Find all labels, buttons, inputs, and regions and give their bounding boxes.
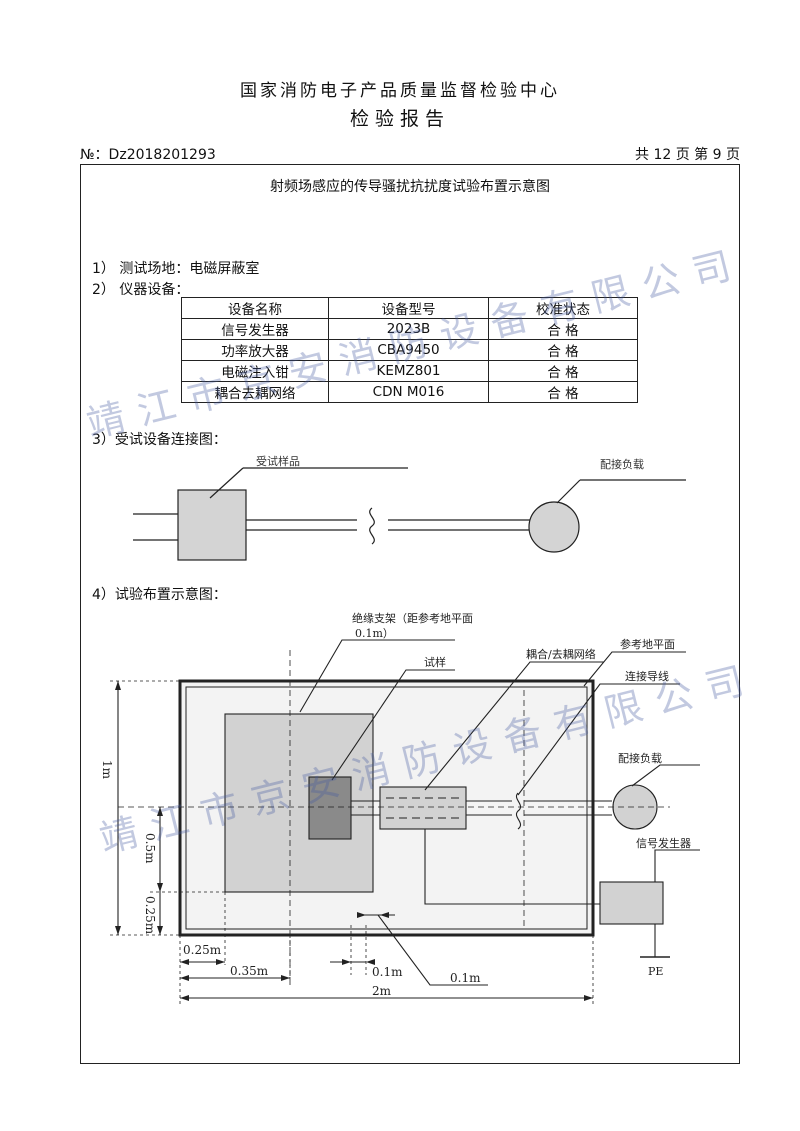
dim-01m-b-label: 0.1m — [450, 971, 481, 985]
dim-2m-label: 2m — [372, 984, 392, 998]
connection-diagram — [133, 467, 686, 561]
dim-01m-a-label: 0.1m — [372, 965, 403, 979]
sample-leader — [331, 669, 455, 781]
arrow-1m-bottom — [115, 926, 121, 935]
load-circle — [528, 501, 580, 553]
cell-status: 合 格 — [488, 381, 638, 403]
dim-1m-label: 1m — [100, 760, 114, 780]
ground-plane-leader — [583, 651, 686, 687]
load-label-2: 配接负载 — [618, 751, 662, 765]
cable-break-mark-2 — [516, 792, 522, 830]
arrow-01m-a — [342, 959, 351, 965]
eut-leader-line — [209, 467, 244, 499]
ground-plane-inner-border — [185, 686, 588, 930]
table-row: 电磁注入钳 KEMZ801 合 格 — [181, 360, 638, 382]
cell-status: 合 格 — [488, 339, 638, 361]
cdn-leader — [424, 661, 604, 791]
arrow-035m-left — [180, 975, 189, 981]
table-row: 信号发生器 2023B 合 格 — [181, 318, 638, 340]
arrow-01m-b2 — [380, 912, 389, 918]
arrow-05m-top — [157, 807, 163, 816]
arrow-025m-bottom — [157, 926, 163, 935]
sample-label: 试样 — [424, 655, 446, 669]
generator-label: 信号发生器 — [636, 836, 691, 850]
sample-box — [308, 776, 352, 840]
org-title: 国家消防电子产品质量监督检验中心 — [240, 81, 560, 101]
layout-heading: 4）试验布置示意图： — [92, 587, 227, 603]
dim-025m-h-label: 0.25m — [183, 943, 222, 957]
support-label: 绝缘支架（距参考地平面 — [352, 611, 473, 625]
cell-model: CDN M016 — [328, 381, 489, 403]
load-label-1: 配接负载 — [600, 457, 644, 471]
connection-heading: 3）受试设备连接图： — [92, 432, 227, 448]
signal-generator-box — [599, 881, 664, 925]
table-row: 耦合去耦网络 CDN M016 合 格 — [181, 381, 638, 403]
eut-label: 受试样品 — [256, 454, 300, 468]
test-site-line: 1） 测试场地：电磁屏蔽室 — [92, 261, 260, 277]
cell-name: 电磁注入钳 — [181, 360, 329, 382]
arrow-025m-left — [180, 959, 189, 965]
cell-name: 耦合去耦网络 — [181, 381, 329, 403]
cell-name: 功率放大器 — [181, 339, 329, 361]
dim-arrows — [115, 681, 593, 1001]
cable-label: 连接导线 — [625, 669, 669, 683]
arrow-05m-bottom — [157, 883, 163, 892]
equipment-table: 设备名称 设备型号 校准状态 信号发生器 2023B 合 格 功率放大器 CBA… — [181, 297, 638, 403]
cdn-box — [379, 786, 467, 830]
dim-035m-label: 0.35m — [230, 964, 269, 978]
arrow-1m-top — [115, 681, 121, 690]
layout-diagram — [110, 639, 700, 1005]
section-title: 射频场感应的传导骚扰抗扰度试验布置示意图 — [270, 179, 550, 195]
arrow-01m-b — [357, 912, 366, 918]
generator-leader — [654, 849, 700, 882]
arrow-2m-right — [584, 995, 593, 1001]
table-row: 功率放大器 CBA9450 合 格 — [181, 339, 638, 361]
report-number: №：Dz2018201293 — [80, 147, 216, 163]
cdn-label: 耦合/去耦网络 — [526, 647, 596, 661]
load-leader-line — [556, 479, 581, 504]
cable-break-mark — [369, 507, 375, 545]
page-indicator: 共 12 页 第 9 页 — [635, 147, 740, 163]
equipment-heading: 2） 仪器设备： — [92, 282, 190, 298]
arrow-01m-a2 — [366, 959, 375, 965]
dim-025m-v-label: 0.25m — [143, 896, 157, 935]
report-title: 检验报告 — [349, 108, 450, 130]
dim-01m-b-leader — [377, 914, 488, 986]
pe-label: PE — [648, 965, 663, 978]
generator-cable — [424, 829, 600, 905]
arrow-2m-left — [180, 995, 189, 1001]
support-value: 0.1m） — [355, 627, 394, 640]
ground-plane-label: 参考地平面 — [620, 637, 675, 651]
cell-name: 信号发生器 — [181, 318, 329, 340]
content-frame — [80, 164, 740, 1064]
arrow-025m-right — [216, 959, 225, 965]
eut-box — [177, 489, 247, 561]
dim-05m-label: 0.5m — [143, 833, 157, 864]
load-leader-2 — [631, 764, 700, 787]
cable-leader — [517, 683, 680, 796]
arrow-035m-right — [281, 975, 290, 981]
support-leader — [299, 639, 455, 713]
